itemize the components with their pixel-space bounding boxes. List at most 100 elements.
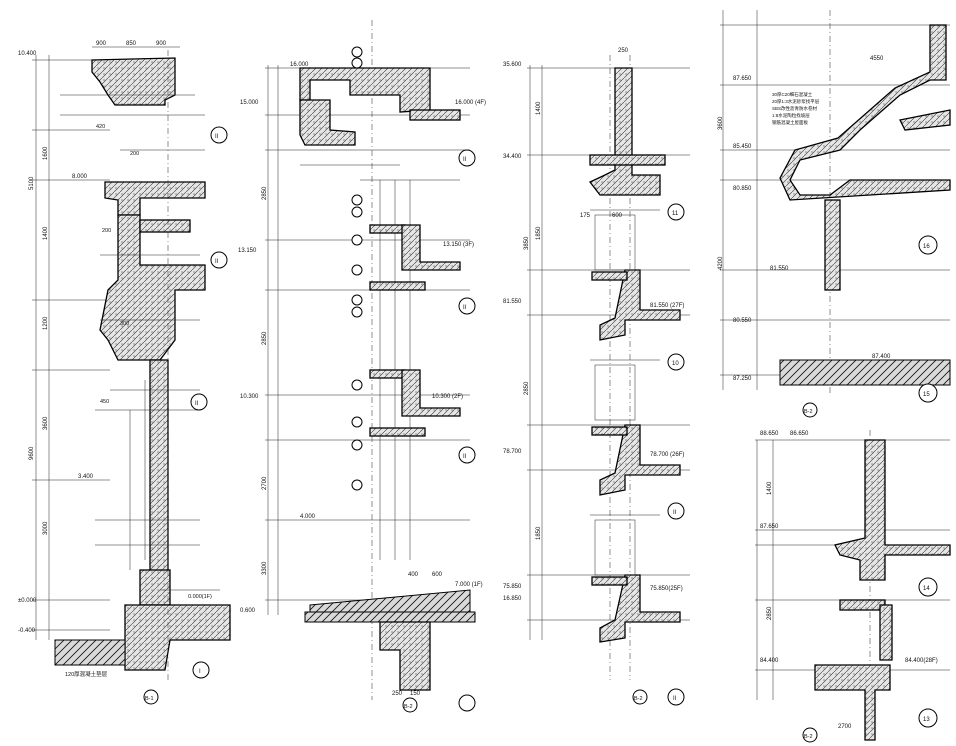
elevation-label: 13.150 <box>238 248 257 254</box>
detail-marker <box>918 577 938 597</box>
dim-text: 2700 <box>262 476 268 490</box>
elevation-label: 81.550 (27F) <box>650 303 684 309</box>
marker-text: II <box>215 134 219 140</box>
detail-marker <box>210 251 228 269</box>
dim-text: 850 <box>126 41 137 47</box>
dim-text: 2850 <box>767 606 773 620</box>
dim-text: 1400 <box>767 481 773 495</box>
elevation-label: 88.650 <box>760 431 779 437</box>
detail-marker <box>458 149 476 167</box>
dim-text: 2700 <box>838 724 852 730</box>
elevation-label: 7.000 (1F) <box>455 582 483 588</box>
detail-marker <box>190 393 208 411</box>
dim-text: 5100 <box>29 176 35 190</box>
section-tag-text: B-2 <box>634 696 643 702</box>
dim-text: 200 <box>130 151 139 157</box>
marker-text: II <box>195 401 199 407</box>
material-notes: 30厚C20细石混凝土 20厚1:3水泥砂浆找平层 SBS改性沥青防水卷材 1:… <box>772 91 820 126</box>
dim-text: 150 <box>410 691 421 697</box>
svg-text:20厚1:3水泥砂浆找平层: 20厚1:3水泥砂浆找平层 <box>772 98 820 105</box>
elevation-label: ±0.000 <box>18 598 37 604</box>
elevation-label: 10.300 (2F) <box>432 394 463 400</box>
section-detail-top-floor: 88.650 86.650 87.650 84.400 84.400(28F) … <box>755 430 951 743</box>
elevation-label: 78.700 <box>503 449 522 455</box>
dim-text: 600 <box>612 213 623 219</box>
svg-text:1:8水泥陶粒找坡层: 1:8水泥陶粒找坡层 <box>772 112 810 119</box>
elevation-label: 16.850 <box>503 596 522 602</box>
section-detail-b2-middle: 35.600 34.400 81.550 78.700 75.850 16.85… <box>503 48 690 706</box>
section-tag-text: B-1 <box>145 696 154 702</box>
section-detail-roof: 87.650 85.450 80.850 81.550 80.550 87.25… <box>718 10 951 418</box>
marker-text: 15 <box>923 392 930 398</box>
dim-text: 175 <box>580 213 591 219</box>
detail-marker <box>210 126 228 144</box>
detail-marker <box>192 661 210 679</box>
elevation-label: 15.000 <box>240 100 259 106</box>
marker-text: 16 <box>923 244 930 250</box>
section-tag-text: B-2 <box>804 409 813 415</box>
elevation-label: 4.000 <box>300 514 316 520</box>
dim-text: 1400 <box>536 101 542 115</box>
dim-text: 1400 <box>43 226 49 240</box>
dim-text: 3000 <box>43 521 49 535</box>
section-tag <box>632 689 648 705</box>
dim-text: 600 <box>432 572 443 578</box>
elevation-label: 87.650 <box>733 76 752 82</box>
marker-text: II <box>463 305 467 311</box>
marker-text: II <box>463 157 467 163</box>
dim-text: 250 <box>618 48 629 54</box>
dim-text: 3850 <box>524 236 530 250</box>
elevation-label: 16.000 (4F) <box>455 100 486 106</box>
callout-bubbles <box>351 46 363 491</box>
section-tag <box>143 689 159 705</box>
dim-text: 9600 <box>29 446 35 460</box>
detail-marker <box>667 688 685 706</box>
section-detail-b1: 5100 9600 1600 1400 1200 3600 3000 10.40… <box>18 41 231 705</box>
marker-text: I <box>199 669 201 675</box>
elevation-label: 16.000 <box>290 62 309 68</box>
detail-marker <box>458 446 476 464</box>
marker-text: II <box>463 454 467 460</box>
elevation-label: 8.000 <box>72 174 88 180</box>
svg-text:SBS改性沥青防水卷材: SBS改性沥青防水卷材 <box>772 105 818 112</box>
dim-text: 1850 <box>536 226 542 240</box>
detail-marker <box>667 353 685 371</box>
detail-marker <box>918 383 938 403</box>
elevation-label: 87.250 <box>733 376 752 382</box>
elevation-label: 84.400 <box>760 658 779 664</box>
marker-text: 10 <box>672 361 679 367</box>
dim-text: 420 <box>96 124 105 130</box>
elevation-label: 81.550 <box>503 299 522 305</box>
elevation-label: 84.400(28F) <box>905 658 938 664</box>
elevation-label: 85.450 <box>733 144 752 150</box>
dim-text: 200 <box>102 228 111 234</box>
elevation-label: 10.300 <box>240 394 259 400</box>
floor-label: 0.000(1F) <box>188 594 212 600</box>
dim-text: 1850 <box>536 526 542 540</box>
section-tag <box>802 402 818 418</box>
detail-marker <box>667 203 685 221</box>
dim-text: 4550 <box>870 56 884 62</box>
detail-marker <box>458 694 476 712</box>
dim-text: 300 <box>120 321 129 327</box>
detail-marker <box>918 235 938 255</box>
detail-marker <box>918 708 938 728</box>
elevation-label: 35.600 <box>503 62 522 68</box>
dim-text: 4200 <box>718 256 724 270</box>
elevation-label: 3.400 <box>78 474 94 480</box>
svg-text:30厚C20细石混凝土: 30厚C20细石混凝土 <box>772 91 813 98</box>
dim-text: 1200 <box>43 316 49 330</box>
detail-marker <box>458 297 476 315</box>
dim-text: 3600 <box>718 116 724 130</box>
marker-text: 14 <box>923 586 930 592</box>
elevation-label: 75.850(25F) <box>650 586 683 592</box>
detail-marker <box>667 502 685 520</box>
marker-text: II <box>673 510 677 516</box>
dim-text: 400 <box>408 572 419 578</box>
elevation-label: 78.700 (26F) <box>650 452 684 458</box>
elevation-label: 80.850 <box>733 186 752 192</box>
dim-text: 450 <box>100 399 109 405</box>
elevation-label: 86.650 <box>790 431 809 437</box>
section-tag-text: B-2 <box>804 734 813 740</box>
